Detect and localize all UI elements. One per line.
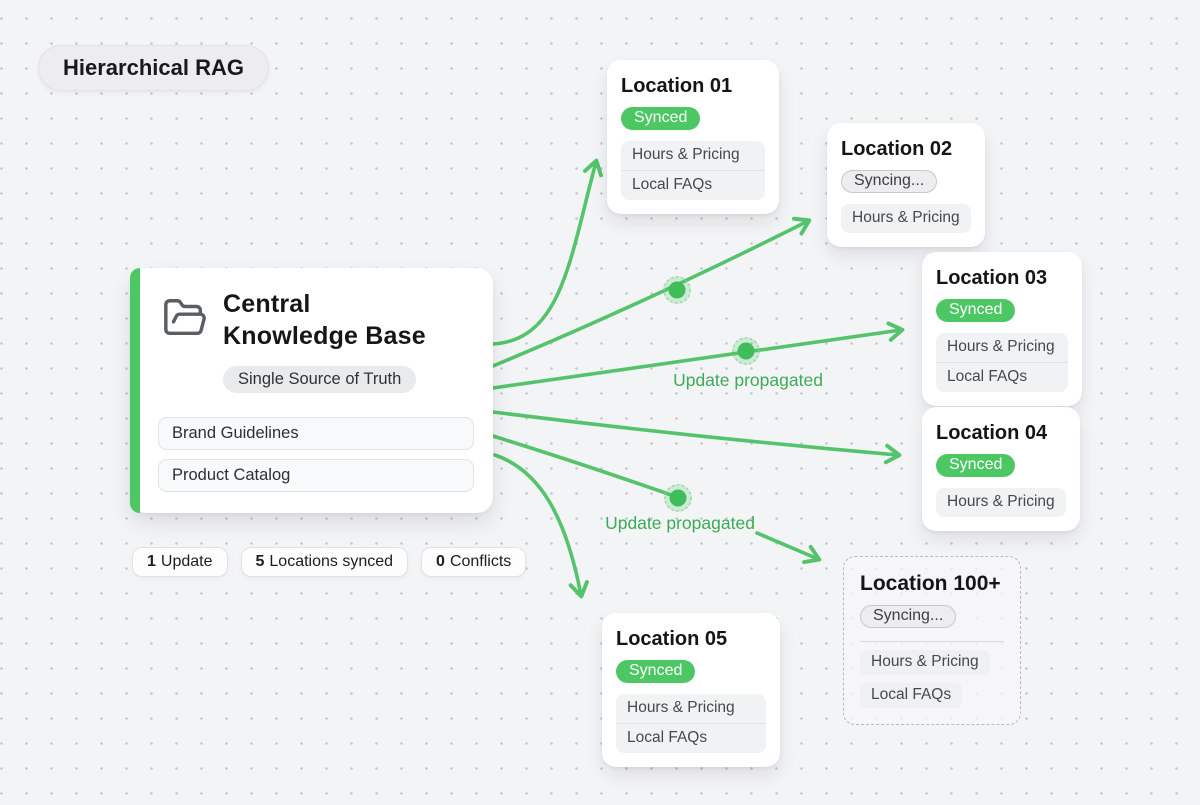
central-card-title: Central Knowledge Base xyxy=(223,290,426,350)
folder-open-icon xyxy=(162,295,208,346)
location-card-03[interactable]: Location 03 Synced Hours & Pricing Local… xyxy=(922,252,1082,406)
update-dot xyxy=(732,337,760,365)
central-item-brand-guidelines[interactable]: Brand Guidelines xyxy=(158,417,474,450)
location-card-04[interactable]: Location 04 Synced Hours & Pricing xyxy=(922,407,1080,531)
location-item-panel: Hours & Pricing Local FAQs xyxy=(621,141,765,200)
status-badge-synced: Synced xyxy=(616,660,696,683)
location-title: Location 01 xyxy=(621,75,733,97)
stat-locations-synced-value: 5 xyxy=(255,553,265,570)
status-badge-synced: Synced xyxy=(621,107,701,130)
location-item: Local FAQs xyxy=(621,170,765,200)
divider xyxy=(860,641,1004,642)
stat-conflicts-label: Conflicts xyxy=(449,553,512,570)
location-title: Location 04 xyxy=(936,422,1048,444)
location-item-panel: Hours & Pricing xyxy=(936,488,1066,517)
arrow-to-location-02 xyxy=(491,216,812,368)
location-item: Local FAQs xyxy=(616,723,766,753)
status-badge-synced: Synced xyxy=(936,454,1016,477)
arrow-to-location-04 xyxy=(491,410,902,465)
diagram-title-badge: Hierarchical RAG xyxy=(38,45,269,91)
location-item-panel: Hours & Pricing Local FAQs xyxy=(616,694,766,753)
location-title: Location 03 xyxy=(936,267,1048,289)
location-item: Hours & Pricing xyxy=(632,146,740,163)
stat-updates-label: Update xyxy=(160,553,213,570)
stat-locations-synced-label: Locations synced xyxy=(269,553,394,570)
location-item: Hours & Pricing xyxy=(852,209,960,226)
location-item-panel: Hours & Pricing xyxy=(841,204,971,233)
central-item-product-catalog[interactable]: Product Catalog xyxy=(158,459,474,492)
stat-conflicts-value: 0 xyxy=(436,553,445,570)
location-title: Location 05 xyxy=(616,628,728,650)
update-dot xyxy=(664,484,692,512)
status-badge-synced: Synced xyxy=(936,299,1016,322)
update-dot xyxy=(663,276,691,304)
stat-updates-value: 1 xyxy=(147,553,156,570)
update-propagated-label: Update propagated xyxy=(673,370,823,390)
location-item: Local FAQs xyxy=(936,362,1068,392)
green-accent-strip xyxy=(130,268,140,513)
location-item: Hours & Pricing xyxy=(860,650,990,675)
location-item-panel: Hours & Pricing Local FAQs xyxy=(936,333,1068,392)
status-badge-syncing: Syncing... xyxy=(841,170,938,193)
update-propagated-label: Update propagated xyxy=(605,513,755,533)
location-title: Location 02 xyxy=(841,138,953,160)
location-card-01[interactable]: Location 01 Synced Hours & Pricing Local… xyxy=(607,60,779,214)
location-title: Location 100+ xyxy=(860,572,1001,595)
arrow-to-location-100-part1 xyxy=(491,434,679,499)
status-badge-syncing: Syncing... xyxy=(860,605,957,628)
single-source-of-truth-badge: Single Source of Truth xyxy=(223,366,417,393)
central-knowledge-base-card[interactable]: Central Knowledge Base Single Source of … xyxy=(130,268,493,513)
location-card-100-plus[interactable]: Location 100+ Syncing... Hours & Pricing… xyxy=(843,556,1021,725)
location-item: Local FAQs xyxy=(860,683,963,708)
location-item: Hours & Pricing xyxy=(947,338,1055,355)
arrow-to-location-01 xyxy=(491,158,603,346)
location-item: Hours & Pricing xyxy=(627,699,735,716)
location-item: Hours & Pricing xyxy=(947,493,1055,510)
location-card-05[interactable]: Location 05 Synced Hours & Pricing Local… xyxy=(602,613,780,767)
arrow-to-location-100-part2 xyxy=(755,531,822,565)
central-item-list: Brand Guidelines Product Catalog xyxy=(158,417,474,501)
location-card-02[interactable]: Location 02 Syncing... Hours & Pricing xyxy=(827,123,985,247)
